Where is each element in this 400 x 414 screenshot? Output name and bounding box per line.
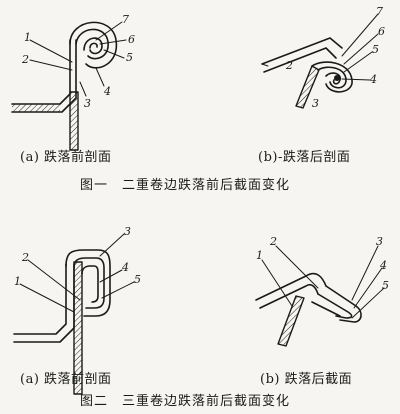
fig1a-label-2: 2 bbox=[22, 53, 29, 66]
fig2a-seam-outer bbox=[65, 249, 111, 317]
fig2b-seam-inner bbox=[311, 301, 341, 317]
fig2a-label-4: 4 bbox=[122, 261, 129, 274]
fig1a-label-3: 3 bbox=[84, 97, 91, 110]
fig1a-leader-3 bbox=[79, 81, 87, 97]
fig1b-lid-mark bbox=[261, 63, 269, 67]
fig1b-leader-5 bbox=[343, 51, 373, 73]
fig2b-leader-4 bbox=[353, 267, 383, 309]
fig2a-body-wall bbox=[73, 261, 83, 395]
fig2a-drawing bbox=[13, 233, 135, 395]
fig2a-leader-4 bbox=[99, 269, 123, 283]
fig1a-label-5: 5 bbox=[126, 51, 133, 64]
fig1b-seam-inner bbox=[325, 72, 342, 85]
fig1a-seam-outer bbox=[69, 21, 118, 69]
figure1-title: 图一 二重卷边跌落前后截面变化 bbox=[80, 178, 291, 193]
fig1a-leader-6 bbox=[99, 39, 127, 45]
fig1a-lid-hatch bbox=[12, 104, 60, 112]
fig1a-seam-inner bbox=[83, 37, 103, 55]
fig1a-label-7: 7 bbox=[122, 13, 129, 26]
fig1a-label-6: 6 bbox=[128, 33, 135, 46]
fig1b-leader-4 bbox=[341, 78, 371, 81]
fig2b-lid-bottom bbox=[259, 283, 319, 309]
fig2b-label-2: 2 bbox=[270, 235, 277, 248]
fig1a-seam-mid bbox=[75, 28, 109, 60]
fig1b-label-6: 6 bbox=[378, 25, 385, 38]
fig2b-leader-2 bbox=[275, 245, 319, 289]
fig1b-label-3: 3 bbox=[312, 97, 319, 110]
fig2b-label-3: 3 bbox=[376, 235, 383, 248]
fig2a-lid-outer bbox=[13, 263, 67, 335]
fig2a-seam-mid bbox=[73, 257, 105, 309]
fig1b-lid-bottom bbox=[263, 47, 337, 73]
fig2a-label-5: 5 bbox=[134, 273, 141, 286]
fig2a-caption: (a) 跌落前剖面 bbox=[20, 372, 112, 387]
fig1b-lid-top bbox=[261, 37, 343, 65]
fig2b-leader-3 bbox=[351, 245, 379, 301]
fig2b-seam-mid bbox=[317, 293, 353, 319]
fig1b-label-2: 2 bbox=[286, 59, 293, 72]
fig1a-lid-panel bbox=[11, 39, 71, 105]
fig1a-drawing bbox=[11, 21, 127, 151]
fig2b-body-wall bbox=[277, 295, 305, 347]
fig1a-leader-5 bbox=[103, 49, 125, 59]
fig2a-seam-inner bbox=[81, 265, 99, 303]
fig1b-body-wall bbox=[295, 65, 320, 109]
fig2b-label-4: 4 bbox=[380, 259, 387, 272]
fig2a-leader-1 bbox=[19, 283, 75, 313]
fig2a-lid-inner bbox=[13, 263, 75, 343]
fig1a-caption: (a) 跌落前剖面 bbox=[20, 150, 112, 165]
fig1b-label-5: 5 bbox=[372, 43, 379, 56]
fig1a-leader-4 bbox=[95, 67, 105, 87]
fig1b-leader-6 bbox=[343, 33, 379, 65]
fig1b-caption: (b)-跌落后剖面 bbox=[258, 150, 351, 165]
fig2b-seam-outer bbox=[325, 285, 362, 323]
fig1b-leader-7 bbox=[341, 13, 379, 57]
fig2a-leader-3 bbox=[99, 233, 125, 257]
fig2b-caption: (b) 跌落后截面 bbox=[260, 372, 353, 387]
fig2b-leader-5 bbox=[351, 287, 385, 319]
fig2a-label-3: 3 bbox=[124, 225, 131, 238]
fig1b-seam-outer bbox=[311, 61, 353, 93]
fig2b-drawing bbox=[255, 245, 385, 347]
fig2a-leader-5 bbox=[101, 281, 135, 299]
fig1a-leader-2 bbox=[29, 59, 73, 71]
fig1a-body-wall bbox=[69, 91, 79, 151]
fig1b-label-4: 4 bbox=[370, 73, 377, 86]
fig1a-label-4: 4 bbox=[104, 85, 111, 98]
fig2b-lid-top bbox=[255, 272, 327, 301]
fig2b-label-5: 5 bbox=[382, 279, 389, 292]
fig2a-label-2: 2 bbox=[22, 251, 29, 264]
fig1a-leader-1 bbox=[29, 39, 73, 63]
fig2b-leader-1 bbox=[261, 259, 293, 307]
fig1b-drawing bbox=[261, 13, 379, 109]
fig2b-label-1: 1 bbox=[256, 249, 263, 262]
fig1b-seam-mid bbox=[317, 66, 347, 89]
fig1b-label-7: 7 bbox=[376, 5, 383, 18]
fig1b-seam-core bbox=[334, 75, 340, 81]
fig1a-lid-panel-inner bbox=[11, 39, 77, 113]
fig2a-label-1: 1 bbox=[14, 275, 21, 288]
fig1a-leader-7 bbox=[95, 21, 123, 41]
fig2a-leader-2 bbox=[27, 259, 81, 301]
fig1a-seam-core bbox=[89, 42, 98, 49]
fig1a-label-1: 1 bbox=[24, 31, 31, 44]
figure2-title: 图二 三重卷边跌落前后截面变化 bbox=[80, 394, 291, 409]
